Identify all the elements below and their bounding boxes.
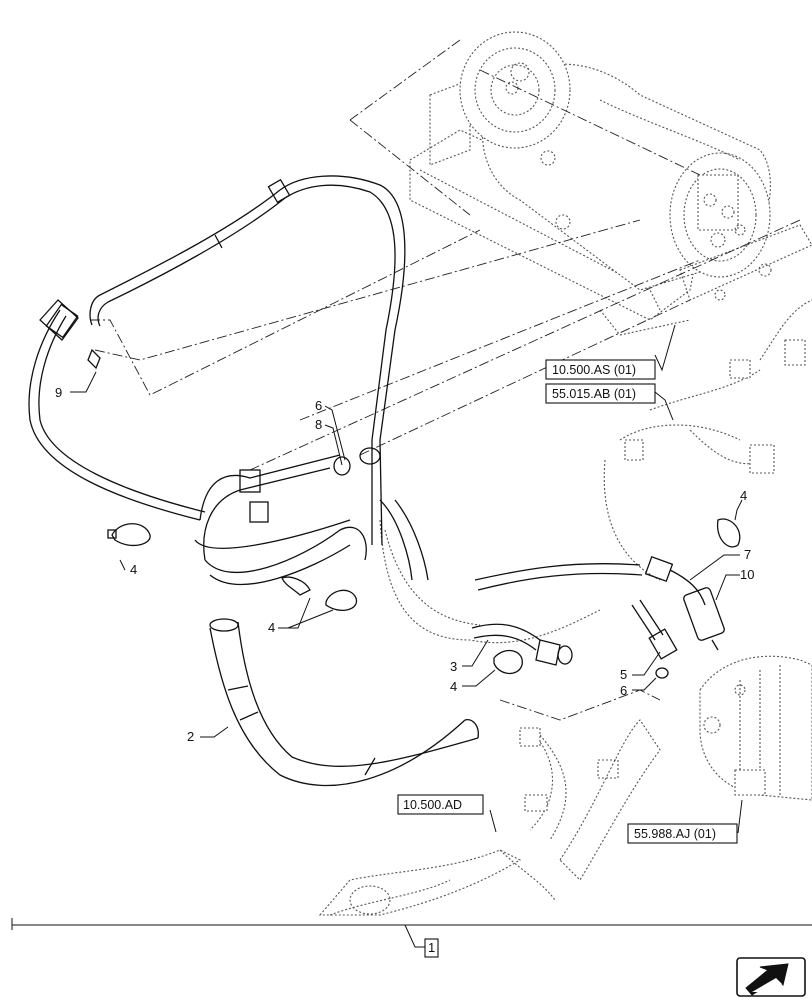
reference-55-015-ab[interactable]: 55.015.AB (01) [545,383,656,404]
callout-4-lower: 4 [450,679,457,694]
callout-2: 2 [187,729,194,744]
item-1-box: 1 [424,938,439,958]
reference-55-988-aj[interactable]: 55.988.AJ (01) [627,823,738,844]
svg-text:55.015.AB (01): 55.015.AB (01) [552,387,636,401]
callout-9: 9 [55,385,62,400]
tank-assembly [409,31,812,336]
callout-10: 10 [740,567,754,582]
callout-numbers: 9 4 4 6 8 2 3 4 5 6 7 10 4 [55,385,754,744]
reference-boxes: 10.500.AS (01) 55.015.AB (01) 10.500.AD … [397,359,738,958]
svg-text:10.500.AS (01): 10.500.AS (01) [552,363,636,377]
callout-4-right: 4 [740,488,747,503]
callout-6-lower: 6 [620,683,627,698]
svg-text:1: 1 [428,940,435,955]
projection-lines [90,39,801,721]
return-hose-assembly [474,555,725,679]
clamps [107,518,741,675]
callout-7: 7 [744,547,751,562]
reference-10-500-ad[interactable]: 10.500.AD [397,794,484,815]
hydraulic-pump [699,655,812,801]
hose-item-3 [471,623,573,666]
hose-item-2 [209,618,479,787]
supply-hose-assembly [28,175,429,585]
callout-leaders [11,324,812,948]
svg-text:55.988.AJ (01): 55.988.AJ (01) [634,827,716,841]
callout-5: 5 [620,667,627,682]
wiring-harness [318,299,812,916]
reference-10-500-as[interactable]: 10.500.AS (01) [545,359,656,380]
next-page-arrow-icon[interactable] [736,957,806,997]
callout-6-upper: 6 [315,398,322,413]
callout-3: 3 [450,659,457,674]
callout-8: 8 [315,417,322,432]
svg-text:10.500.AD: 10.500.AD [403,798,462,812]
callout-4-middle: 4 [268,620,275,635]
callout-4-left: 4 [130,562,137,577]
